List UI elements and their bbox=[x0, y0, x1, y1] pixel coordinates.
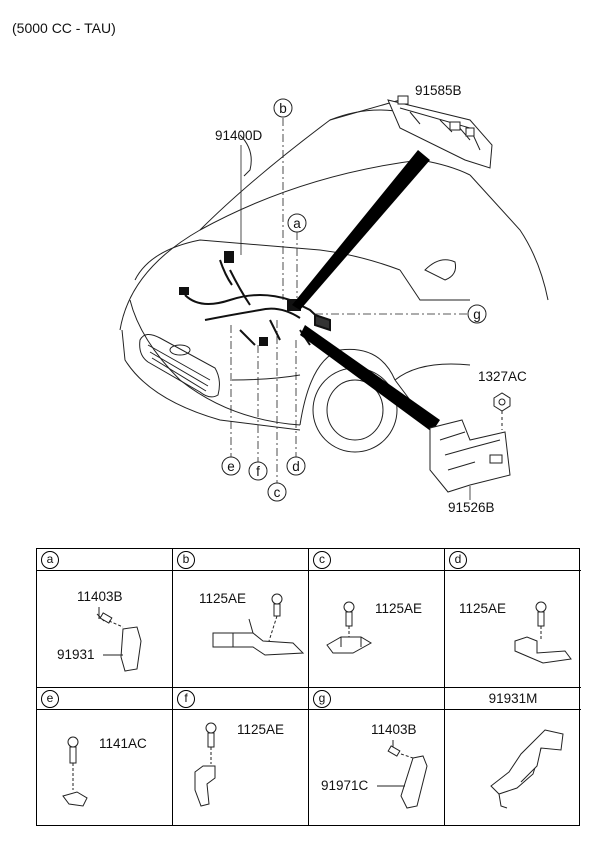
leader-wedge-91585B bbox=[292, 150, 430, 310]
callout-c: c bbox=[267, 482, 287, 502]
part-label: 91971C bbox=[321, 778, 369, 793]
part-label: 11403B bbox=[371, 722, 417, 737]
leader-wedge-91526B bbox=[300, 325, 440, 432]
label-91585B: 91585B bbox=[415, 83, 462, 98]
detail-a-illustration: 11403B 91931 bbox=[57, 589, 142, 672]
detail-table: a 11403B 91931 b 1125AE bbox=[36, 548, 581, 826]
svg-text:b: b bbox=[279, 101, 287, 116]
grille-illustration bbox=[139, 334, 220, 398]
svg-text:g: g bbox=[473, 307, 481, 322]
part-label: 91931 bbox=[57, 647, 95, 662]
part-label: 11403B bbox=[77, 589, 123, 604]
svg-text:a: a bbox=[293, 216, 301, 231]
cell-label-d: d bbox=[449, 551, 467, 569]
cell-label-b: b bbox=[177, 551, 195, 569]
cell-label-c: c bbox=[313, 551, 331, 569]
callout-e: e bbox=[221, 456, 241, 476]
svg-text:c: c bbox=[274, 485, 281, 500]
callout-a: a bbox=[287, 213, 307, 233]
cell-label-e: e bbox=[41, 690, 59, 708]
main-diagram: 91585B 91400D 1327AC 91526B b a g e f d … bbox=[119, 83, 549, 515]
svg-text:f: f bbox=[256, 464, 260, 479]
detail-cell-91931M: 91931M bbox=[445, 688, 581, 825]
detail-cell-e: e 1141AC bbox=[37, 688, 173, 825]
label-1327AC: 1327AC bbox=[478, 369, 527, 384]
callout-b: b bbox=[273, 98, 293, 118]
part-label: 1125AE bbox=[199, 591, 246, 606]
detail-b-illustration: 1125AE bbox=[199, 591, 305, 656]
detail-cell-a: a 11403B 91931 bbox=[37, 549, 173, 688]
part-label: 1141AC bbox=[99, 736, 147, 751]
callout-f: f bbox=[248, 461, 268, 481]
svg-text:d: d bbox=[292, 459, 300, 474]
nut-1327AC-icon bbox=[493, 392, 511, 430]
part-label: 1125AE bbox=[237, 722, 284, 737]
detail-c-illustration: 1125AE bbox=[326, 601, 422, 654]
label-91400D: 91400D bbox=[215, 128, 263, 143]
callout-d: d bbox=[286, 456, 306, 476]
cell-title-91931M: 91931M bbox=[488, 691, 538, 706]
diagram-header: (5000 CC - TAU) bbox=[12, 20, 116, 36]
detail-g-illustration: 11403B 91971C bbox=[321, 722, 428, 809]
part-label: 1125AE bbox=[375, 601, 422, 616]
detail-cell-d: d 1125AE bbox=[445, 549, 581, 688]
detail-cell-f: f 1125AE bbox=[173, 688, 309, 825]
detail-cell-g: g 11403B 91971C bbox=[309, 688, 445, 825]
callout-g: g bbox=[467, 304, 487, 324]
detail-cell-c: c 1125AE bbox=[309, 549, 445, 688]
detail-d-illustration: 1125AE bbox=[459, 601, 572, 664]
detail-cell-b: b 1125AE bbox=[173, 549, 309, 688]
bracket-91585B-illustration bbox=[387, 95, 493, 169]
bracket-91526B-illustration bbox=[429, 419, 511, 493]
label-91526B: 91526B bbox=[448, 500, 495, 515]
part-label: 1125AE bbox=[459, 601, 506, 616]
detail-f-illustration: 1125AE bbox=[194, 722, 284, 807]
cell-label-a: a bbox=[41, 551, 59, 569]
svg-text:e: e bbox=[227, 459, 235, 474]
detail-91931M-illustration bbox=[490, 729, 564, 809]
detail-e-illustration: 1141AC bbox=[62, 736, 147, 807]
cell-label-f: f bbox=[177, 690, 195, 708]
cell-label-g: g bbox=[313, 690, 331, 708]
